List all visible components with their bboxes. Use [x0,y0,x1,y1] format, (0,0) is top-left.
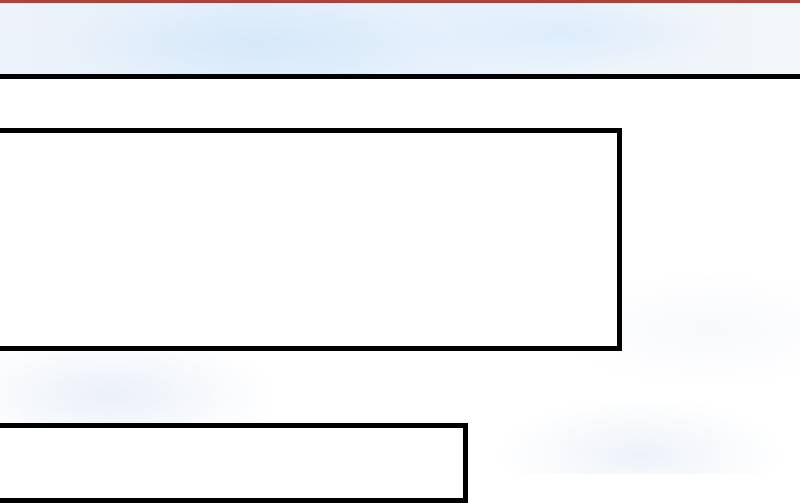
header-band [0,3,800,75]
upper-panel [0,128,622,351]
header-divider [0,74,800,79]
top-accent-rule [0,0,800,3]
lower-panel [0,423,468,503]
